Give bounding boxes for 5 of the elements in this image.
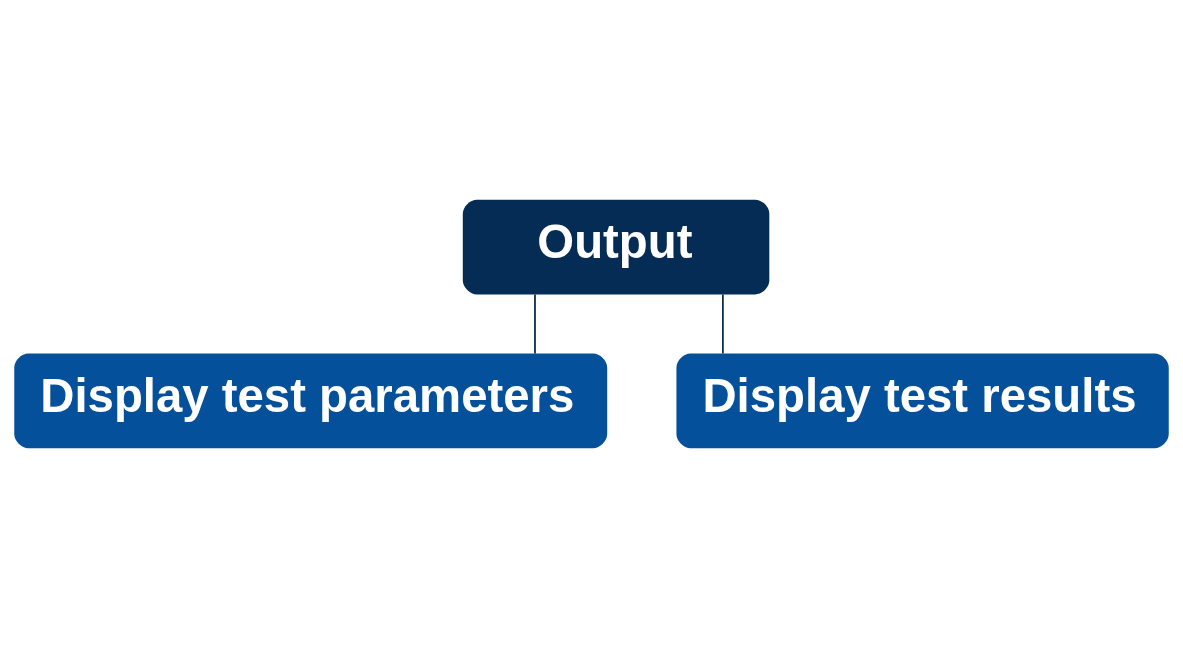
connector — [534, 293, 536, 354]
node-box: Display test results — [676, 353, 1169, 448]
node-box: Output — [462, 199, 770, 294]
node-box: Display test parameters — [14, 353, 608, 448]
connector — [722, 293, 724, 354]
